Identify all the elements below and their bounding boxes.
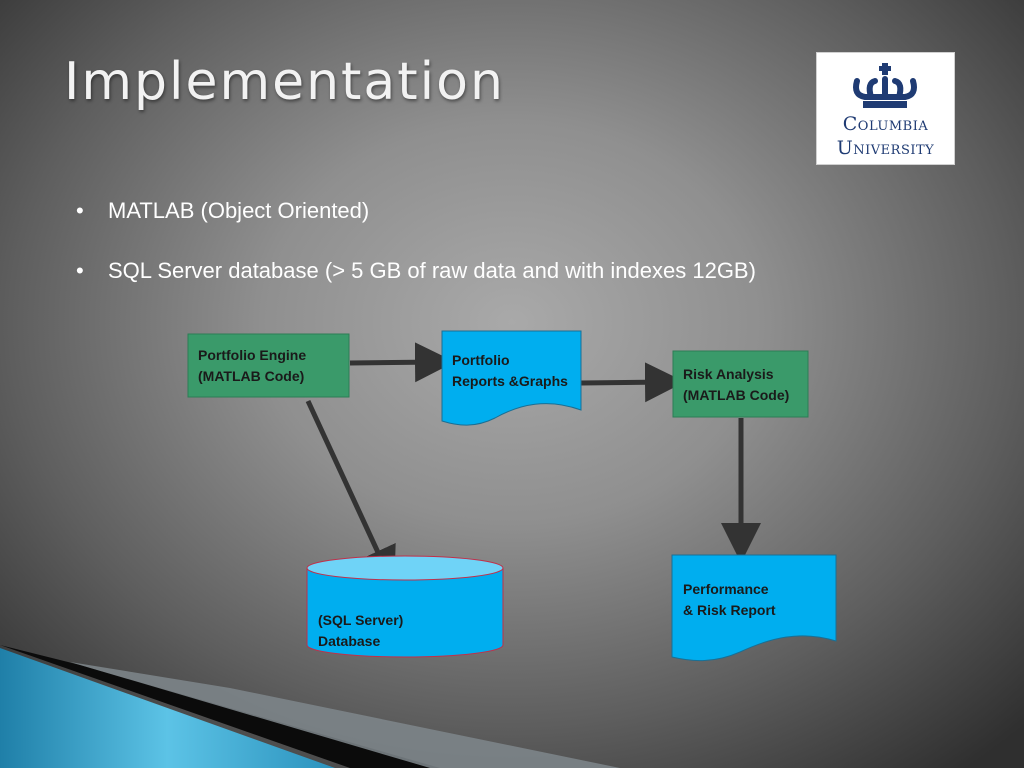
document-shape [441,330,582,426]
node-portfolio-engine: Portfolio Engine (MATLAB Code) [187,333,350,398]
cylinder-top [306,555,504,581]
node-label-line2: (MATLAB Code) [198,368,304,384]
bullet-text: MATLAB (Object Oriented) [108,198,370,223]
node-label-line1: Portfolio [452,352,510,368]
bullet-text: SQL Server database (> 5 GB of raw data … [108,258,756,283]
node-label-line1: Portfolio Engine [198,347,306,363]
node-label-line1: (SQL Server) [318,612,403,628]
node-database: (SQL Server) Database [306,555,504,658]
node-label-line2: Reports &Graphs [452,373,568,389]
cylinder-body [306,568,504,658]
logo-line-2: University [836,137,935,159]
document-shape [671,554,837,662]
slide-title: Implementation [64,52,505,112]
node-portfolio-reports: Portfolio Reports &Graphs [441,330,582,426]
process-box [672,350,809,418]
edge-engine-to-reports [349,342,455,383]
bullet-list: •MATLAB (Object Oriented) •SQL Server da… [76,196,796,316]
decor-band-grey [70,662,620,768]
edge-engine-to-database [305,399,396,588]
node-performance-report: Performance & Risk Report [671,554,837,662]
edge-reports-to-risk [580,362,685,403]
bullet-item: •SQL Server database (> 5 GB of raw data… [76,258,756,283]
university-logo: Columbia University [816,52,955,165]
bullet-item: •MATLAB (Object Oriented) [76,198,370,223]
node-label-line1: Performance [683,581,769,597]
node-label-line1: Risk Analysis [683,366,774,382]
crown-icon [853,63,917,108]
decor-band-blue [0,648,335,768]
node-label-line2: (MATLAB Code) [683,387,789,403]
process-box [187,333,350,398]
node-risk-analysis: Risk Analysis (MATLAB Code) [672,350,809,418]
logo-line-1: Columbia [842,113,929,135]
node-label-line2: Database [318,633,380,649]
node-label-line2: & Risk Report [683,602,776,618]
